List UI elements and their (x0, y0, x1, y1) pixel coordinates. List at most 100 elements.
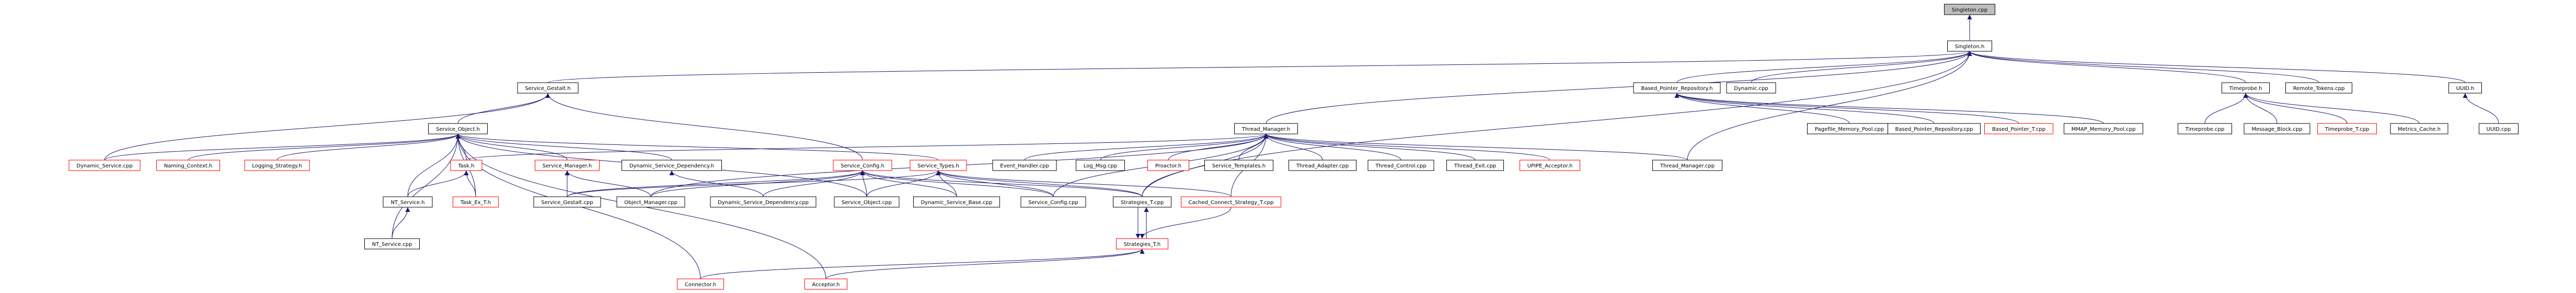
node-label: MMAP_Memory_Pool.cpp (2072, 127, 2136, 132)
node-label: Task_Ex_T.h (460, 200, 491, 206)
node-object-manager-cpp[interactable]: Object_Manager.cpp (616, 196, 685, 208)
edge-dynamic_cpp-to-singleton_h (1751, 51, 1972, 83)
edge-nt_service_h-to-task_h (407, 170, 469, 197)
node-service-gestalt-h[interactable]: Service_Gestalt.h (517, 82, 579, 94)
node-singleton-cpp[interactable]: Singleton.cpp (1944, 4, 1995, 15)
node-label: Dynamic_Service.cpp (76, 163, 132, 169)
node-label: Service_Manager.h (543, 163, 592, 169)
node-label: UUID.cpp (2487, 127, 2511, 132)
node-strategies-t-cpp[interactable]: Strategies_T.cpp (1113, 196, 1171, 208)
node-mmap-memory-pool-cpp[interactable]: MMAP_Memory_Pool.cpp (2064, 123, 2143, 134)
edge-dynamic_service_cpp-to-service_gestalt_h (104, 93, 550, 161)
edge-nt_service_h-to-service_object_h (407, 133, 461, 197)
node-label: Strategies_T.cpp (1121, 200, 1164, 206)
edge-service_gestalt_h-to-singleton_h (547, 51, 1972, 83)
node-label: Metrics_Cache.h (2398, 127, 2441, 132)
edge-strategies_t_cpp-to-thread_manager_h (1142, 133, 1269, 197)
node-connector-h[interactable]: Connector.h (677, 278, 724, 290)
node-pagefile-memory-pool-cpp[interactable]: Pagefile_Memory_Pool.cpp (1807, 123, 1892, 134)
edge-log_msg_cpp-to-thread_manager_h (1100, 133, 1269, 161)
edge-event_handler_cpp-to-thread_manager_h (1024, 133, 1269, 161)
node-event-handler-cpp[interactable]: Event_Handler.cpp (992, 160, 1057, 171)
node-thread-manager-h[interactable]: Thread_Manager.h (1234, 123, 1298, 134)
node-strategies-t-h[interactable]: Strategies_T.h (1116, 238, 1168, 250)
edge-remote_tokens_cpp-to-singleton_h (1967, 51, 2319, 83)
node-dynamic-service-dependency-h[interactable]: Dynamic_Service_Dependency.h (622, 160, 722, 171)
node-box (2222, 82, 2270, 94)
node-box (1984, 123, 2053, 134)
node-label: Service_Types.h (917, 163, 959, 169)
node-timeprobe-h[interactable]: Timeprobe.h (2222, 82, 2270, 94)
node-metrics-cache-h[interactable]: Metrics_Cache.h (2390, 123, 2448, 134)
edge-service_gestalt_cpp-to-service_config_h (567, 170, 865, 197)
node-dynamic-service-dependency-cpp[interactable]: Dynamic_Service_Dependency.cpp (710, 196, 816, 208)
node-task-ex-t-h[interactable]: Task_Ex_T.h (453, 196, 499, 208)
node-thread-manager-cpp[interactable]: Thread_Manager.cpp (1652, 160, 1722, 171)
node-proactor-h[interactable]: Proactor.h (1147, 160, 1189, 171)
node-box (535, 160, 600, 171)
node-uuid-h[interactable]: UUID.h (2448, 82, 2482, 94)
node-service-manager-h[interactable]: Service_Manager.h (535, 160, 600, 171)
edge-service_config_cpp-to-service_types_h (936, 170, 1054, 197)
node-box (2448, 82, 2482, 94)
node-label: Acceptor.h (812, 282, 840, 288)
node-singleton-h[interactable]: Singleton.h (1947, 40, 1992, 52)
edge-based_pointer_repository_h-to-singleton_h (1676, 51, 1972, 83)
node-nt-service-cpp[interactable]: NT_Service.cpp (364, 238, 420, 250)
node-remote-tokens-cpp[interactable]: Remote_Tokens.cpp (2285, 82, 2352, 94)
node-label: Message_Block.cpp (2251, 127, 2302, 132)
node-label: Log_Msg.cpp (1084, 163, 1117, 169)
node-cached-connect-strategy-t-cpp[interactable]: Cached_Connect_Strategy_T.cpp (1181, 196, 1281, 208)
node-timeprobe-t-cpp[interactable]: Timeprobe_T.cpp (2317, 123, 2377, 134)
node-thread-exit-cpp[interactable]: Thread_Exit.cpp (1446, 160, 1504, 171)
node-uuid-cpp[interactable]: UUID.cpp (2479, 123, 2518, 134)
node-box (710, 196, 816, 208)
node-box (1234, 123, 1298, 134)
node-service-object-h[interactable]: Service_Object.h (428, 123, 488, 134)
node-timeprobe-cpp[interactable]: Timeprobe.cpp (2178, 123, 2232, 134)
node-box (1181, 196, 1281, 208)
node-task-h[interactable]: Task.h (450, 160, 482, 171)
node-based-pointer-repository-h[interactable]: Based_Pointer_Repository.h (1633, 82, 1721, 94)
edge-thread_adapter_cpp-to-thread_manager_h (1263, 133, 1323, 161)
node-service-templates-h[interactable]: Service_Templates.h (1204, 160, 1273, 171)
node-box (517, 82, 579, 94)
node-service-types-h[interactable]: Service_Types.h (910, 160, 967, 171)
node-box (1367, 160, 1434, 171)
node-box (453, 196, 499, 208)
node-box (1633, 82, 1721, 94)
node-box (428, 123, 488, 134)
edge-dynamic_service_base_cpp-to-service_types_h (936, 170, 957, 197)
node-nt-service-h[interactable]: NT_Service.h (383, 196, 433, 208)
node-acceptor-h[interactable]: Acceptor.h (804, 278, 847, 290)
node-box (533, 196, 601, 208)
node-label: Singleton.cpp (1952, 7, 1988, 13)
node-thread-adapter-cpp[interactable]: Thread_Adapter.cpp (1289, 160, 1356, 171)
edge-service_config_cpp-to-service_config_h (860, 170, 1054, 197)
node-service-config-h[interactable]: Service_Config.h (833, 160, 892, 171)
node-dynamic-cpp[interactable]: Dynamic.cpp (1726, 82, 1776, 94)
node-service-config-cpp[interactable]: Service_Config.cpp (1020, 196, 1086, 208)
node-box (383, 196, 433, 208)
node-upipe-acceptor-h[interactable]: UPIPE_Acceptor.h (1520, 160, 1580, 171)
edge-timeprobe_cpp-to-timeprobe_h (2204, 93, 2248, 124)
node-thread-control-cpp[interactable]: Thread_Control.cpp (1367, 160, 1434, 171)
node-naming-context-h[interactable]: Naming_Context.h (156, 160, 220, 171)
edge-metrics_cache_h-to-timeprobe_h (2243, 93, 2420, 124)
node-label: Dynamic_Service_Dependency.h (629, 163, 714, 169)
node-service-object-cpp[interactable]: Service_Object.cpp (834, 196, 900, 208)
node-dynamic-service-cpp[interactable]: Dynamic_Service.cpp (68, 160, 141, 171)
node-log-msg-cpp[interactable]: Log_Msg.cpp (1076, 160, 1125, 171)
edge-dynamic_service_dependency_h-to-service_object_h (455, 133, 672, 161)
edge-task_h-to-thread_manager_h (466, 133, 1268, 161)
node-box (1888, 123, 1981, 134)
node-service-gestalt-cpp[interactable]: Service_Gestalt.cpp (533, 196, 601, 208)
node-label: Service_Object.cpp (842, 200, 892, 206)
node-dynamic-service-base-cpp[interactable]: Dynamic_Service_Base.cpp (913, 196, 1000, 208)
node-based-pointer-t-cpp[interactable]: Based_Pointer_T.cpp (1984, 123, 2053, 134)
node-logging-strategy-h[interactable]: Logging_Strategy.h (244, 160, 310, 171)
edge-dynamic_service_base_cpp-to-service_config_h (860, 170, 957, 197)
node-message-block-cpp[interactable]: Message_Block.cpp (2244, 123, 2310, 134)
node-based-pointer-repository-cpp[interactable]: Based_Pointer_Repository.cpp (1888, 123, 1981, 134)
edge-naming_context_h-to-service_object_h (188, 133, 461, 161)
